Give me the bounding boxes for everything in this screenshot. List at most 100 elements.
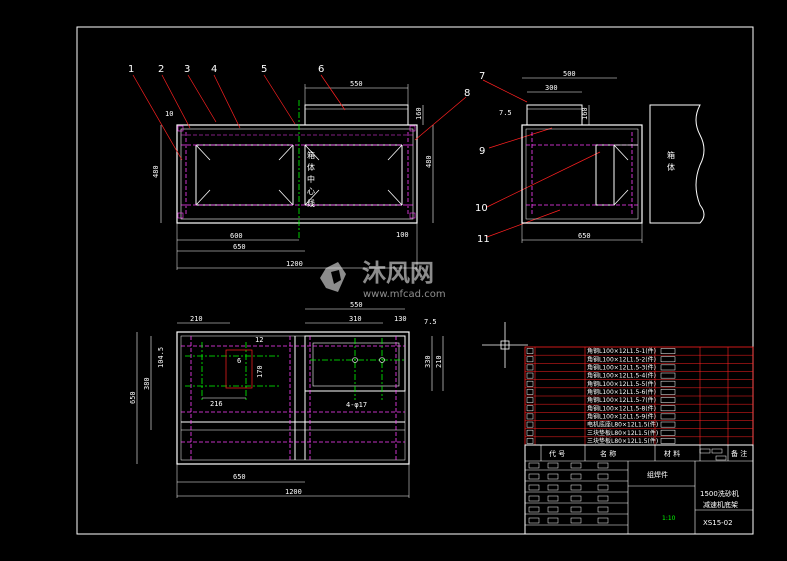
- plan-dim-330: 330: [424, 355, 432, 368]
- balloon-8: 8: [464, 88, 470, 99]
- tb-grid-cell: [570, 495, 582, 502]
- tb-material-header: 材 料: [664, 449, 680, 458]
- bom-row-name: 角钢L100×12L1.5-4(件): [587, 372, 656, 380]
- box-label-2: 体: [667, 162, 675, 172]
- plan-dim-1200: 1200: [285, 488, 302, 496]
- bom-row-material: [660, 389, 676, 395]
- watermark-logo: [320, 262, 346, 292]
- dim-600: 600: [230, 232, 243, 240]
- tb-title-line2: 减速机底架: [703, 500, 738, 509]
- tb-grid-cell: [528, 517, 540, 524]
- plan-dim-top: 550: [350, 301, 363, 309]
- dim-inner-h: 480: [425, 155, 433, 168]
- plan-dim-380: 380: [143, 377, 151, 390]
- bom-row-name: 角钢L100×12L1.5-5(件): [587, 380, 656, 388]
- balloon-11: 11: [477, 234, 490, 245]
- tb-grid-cell: [570, 462, 582, 469]
- plan-dim-210: 210: [190, 315, 203, 323]
- center-label-4: 心: [307, 187, 315, 196]
- dim-1200: 1200: [286, 260, 303, 268]
- plan-dim-216: 216: [210, 400, 223, 408]
- bom-row-name: 角钢L100×12L1.5-7(件): [587, 396, 656, 404]
- plan-dim-104: 104.5: [157, 347, 165, 368]
- side-dim-small: 7.5: [499, 109, 512, 117]
- bom-row-material: [660, 372, 676, 379]
- bom-row-index: [526, 405, 534, 412]
- plan-dim-210r: 210: [435, 355, 443, 368]
- tb-grid-cell: [597, 484, 609, 491]
- tb-grid-cell: [547, 484, 559, 491]
- bom-row-name: 角钢L100×12L1.5-9(件): [587, 413, 656, 421]
- balloon-6: 6: [318, 64, 324, 75]
- balloon-9: 9: [479, 146, 485, 157]
- tb-grid-cell: [547, 517, 559, 524]
- balloon-7: 7: [479, 71, 485, 82]
- plan-hole: 4-φ17: [346, 401, 367, 409]
- bom-row-material: [660, 380, 676, 387]
- tb-mark-cell: [711, 448, 723, 454]
- side-view: 箱 体 500 300 7.5 160 650: [499, 70, 705, 243]
- leaders: 1 2 3 4 5 6 7 8 9 10 11: [128, 64, 601, 245]
- tb-grid-cell: [547, 462, 559, 469]
- tb-grid-cell: [597, 517, 609, 524]
- tb-grid-cell: [528, 495, 540, 502]
- tb-grid-cell: [528, 462, 540, 469]
- drawing-border: [76, 26, 754, 535]
- balloon-2: 2: [158, 64, 164, 75]
- side-dim-h: 160: [581, 107, 589, 120]
- side-dim-bottom: 650: [578, 232, 591, 240]
- tb-grid-cell: [570, 506, 582, 513]
- balloon-10: 10: [475, 203, 488, 214]
- bom-row-name: 电机底座L80×12L1.5(件): [587, 421, 658, 429]
- center-label-3: 中: [307, 174, 315, 184]
- balloon-4: 4: [211, 64, 217, 75]
- watermark: 沐风网 www.mfcad.com: [320, 259, 446, 300]
- center-label-5: 线: [307, 198, 315, 208]
- dim-top-right: 160: [415, 107, 423, 120]
- bom-row-index: [526, 438, 534, 444]
- tb-code-header: 代 号: [549, 449, 565, 458]
- plan-dim-310: 310: [349, 315, 362, 323]
- box-label-1: 箱: [667, 150, 675, 160]
- bom-row-index: [526, 380, 534, 387]
- dim-left-small: 10: [165, 110, 173, 118]
- bom-row-index: [526, 413, 534, 420]
- tb-grid-cell: [570, 517, 582, 524]
- tb-grid-cell: [597, 506, 609, 513]
- plan-dim-170: 170: [256, 365, 264, 378]
- watermark-brand: 沐风网: [362, 259, 434, 287]
- center-label-2: 体: [307, 162, 315, 172]
- plan-dim-650-left: 650: [129, 391, 137, 404]
- tb-title-line1: 1500洗砂机: [700, 489, 739, 498]
- tb-drawing-no: XS15-02: [703, 519, 733, 527]
- plan-dim-6: 6: [237, 357, 241, 365]
- tb-grid-cell: [528, 506, 540, 513]
- dim-top: 550: [350, 80, 363, 88]
- plan-dim-7-5: 7.5: [424, 318, 437, 326]
- tb-grid-cell: [597, 473, 609, 480]
- bom-row-index: [526, 397, 534, 403]
- bom-row-material: [660, 413, 676, 420]
- tb-grid-cell: [547, 506, 559, 513]
- bom-row-name: 三块垫板L80×12L1.5(件): [587, 429, 658, 437]
- plan-dim-650-bottom: 650: [233, 473, 246, 481]
- crosshair-cursor: [482, 322, 528, 368]
- bom-row-name: 三块垫板L80×12L1.5(件): [587, 437, 658, 445]
- bom-row-material: [660, 397, 676, 403]
- bom-row-index: [526, 348, 534, 354]
- bom-row-name: 角钢L100×12L1.5-8(件): [587, 404, 656, 412]
- tb-grid-cell: [570, 473, 582, 480]
- bom-row-material: [660, 364, 676, 371]
- plan-dim-130: 130: [394, 315, 407, 323]
- tb-grid-cell: [528, 484, 540, 491]
- plan-dim-12: 12: [255, 336, 263, 344]
- watermark-url: www.mfcad.com: [363, 289, 446, 300]
- dim-100: 100: [396, 231, 409, 239]
- dim-650: 650: [233, 243, 246, 251]
- bom-table: 角钢L100×12L1.5-1(件)角钢L100×12L1.5-2(件)角钢L1…: [524, 346, 754, 446]
- tb-remark-header: 备 注: [731, 449, 747, 458]
- bom-row-index: [526, 389, 534, 395]
- bom-row-index: [526, 421, 534, 428]
- tb-grid-cell: [528, 473, 540, 480]
